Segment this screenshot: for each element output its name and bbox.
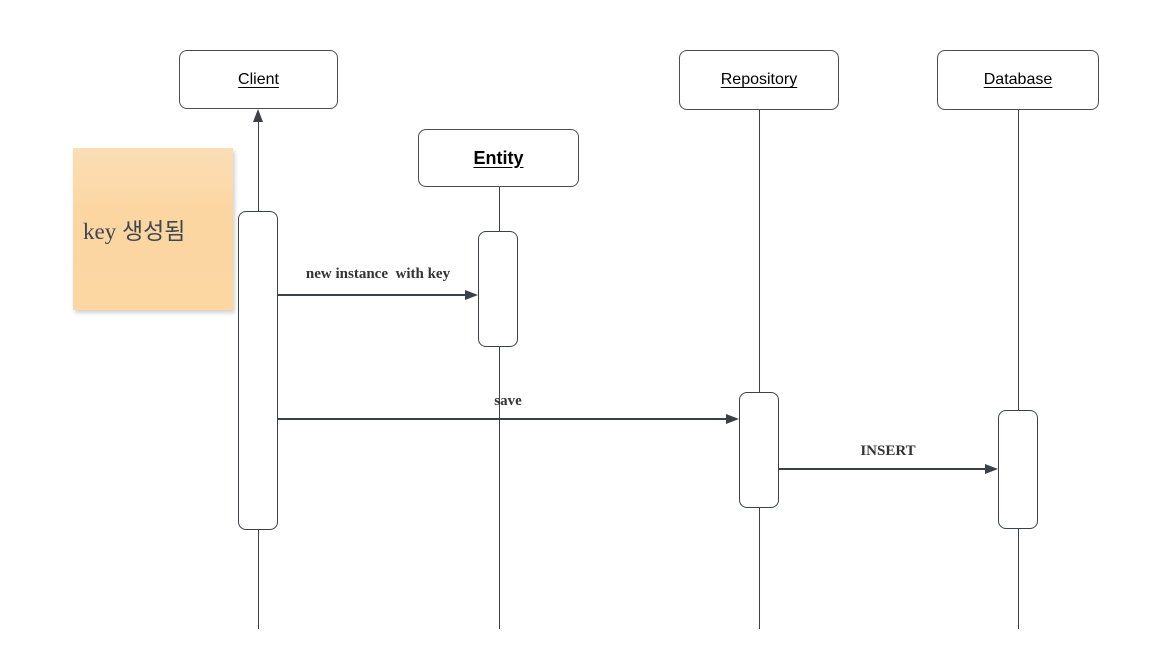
message-label: new instance with key xyxy=(305,266,451,282)
actor-label-repository: Repository xyxy=(720,71,798,88)
arrowhead-right-icon xyxy=(985,463,998,474)
actor-label-entity: Entity xyxy=(473,147,524,168)
actor-label-database: Database xyxy=(983,71,1053,88)
message-label: save xyxy=(494,393,522,409)
actor-label-client: Client xyxy=(238,70,279,88)
actor-box-client[interactable]: Client xyxy=(179,50,338,109)
arrowhead-right-icon xyxy=(726,413,739,424)
lifeline-repository-lower xyxy=(758,508,760,629)
actor-box-repository[interactable]: Repository xyxy=(679,50,839,110)
actor-box-entity[interactable]: Entity xyxy=(418,129,579,187)
lifeline-database-lower xyxy=(1017,529,1019,629)
message-line xyxy=(779,468,986,470)
lifeline-repository-upper xyxy=(758,110,760,392)
activation-entity[interactable] xyxy=(478,231,518,347)
activation-repository[interactable] xyxy=(739,392,779,508)
return-arrow-line xyxy=(257,120,259,211)
lifeline-database-upper xyxy=(1017,110,1019,410)
lifeline-client-lower xyxy=(257,529,259,629)
message-label: INSERT xyxy=(860,443,916,459)
sticky-note[interactable]: key 생성됨 xyxy=(73,148,233,310)
lifeline-entity-upper xyxy=(498,187,500,231)
message-line xyxy=(278,418,727,420)
arrowhead-right-icon xyxy=(465,289,478,300)
activation-client[interactable] xyxy=(238,211,278,530)
note-text: key 생성됨 xyxy=(83,219,186,244)
activation-database[interactable] xyxy=(998,410,1038,529)
actor-box-database[interactable]: Database xyxy=(937,50,1099,110)
message-line xyxy=(278,294,467,296)
lifeline-entity-lower xyxy=(498,347,500,629)
arrowhead-up-icon xyxy=(252,109,263,122)
